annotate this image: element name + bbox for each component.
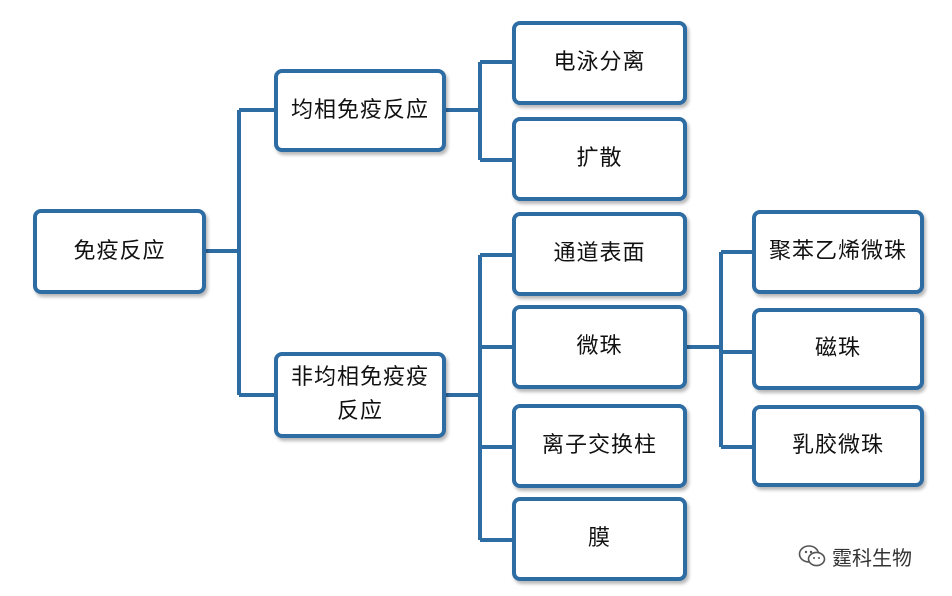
connector-homogeneous [446,60,512,162]
node-label: 均相免疫反应 [290,97,429,123]
node-ion-exchange-column: 离子交换柱 [512,404,687,488]
node-label: 磁珠 [814,336,861,361]
node-magnetic-beads: 磁珠 [752,308,924,390]
node-diffusion: 扩散 [512,117,687,201]
connector-microbeads [687,250,752,449]
node-label: 扩散 [576,146,623,171]
node-label: 免疫反应 [73,238,166,264]
node-immune-reaction: 免疫反应 [33,209,206,294]
node-latex-beads: 乳胶微珠 [752,405,924,487]
node-channel-surface: 通道表面 [512,212,687,296]
node-label: 乳胶微珠 [791,433,884,458]
connector-root [206,108,274,397]
node-label-line2: 反应 [336,399,383,424]
node-heterogeneous-reaction: 非均相免疫疫 反应 [274,352,446,438]
node-polystyrene-beads: 聚苯乙烯微珠 [752,210,924,294]
node-microbeads: 微珠 [512,305,687,389]
node-homogeneous-reaction: 均相免疫反应 [274,69,446,152]
node-membrane: 膜 [512,497,687,581]
node-label: 膜 [587,526,611,551]
node-label: 电泳分离 [553,50,646,75]
connector-heterogeneous [446,253,512,542]
node-label: 微珠 [576,334,623,359]
node-label: 通道表面 [553,241,646,266]
wechat-icon [798,545,826,567]
watermark-text: 霆科生物 [832,545,912,570]
node-label-line1: 非均相免疫疫 [290,365,429,390]
node-label: 聚苯乙烯微珠 [768,239,907,264]
node-label: 离子交换柱 [541,433,657,458]
node-electrophoresis: 电泳分离 [512,21,687,105]
watermark: 霆科生物 [798,539,912,573]
